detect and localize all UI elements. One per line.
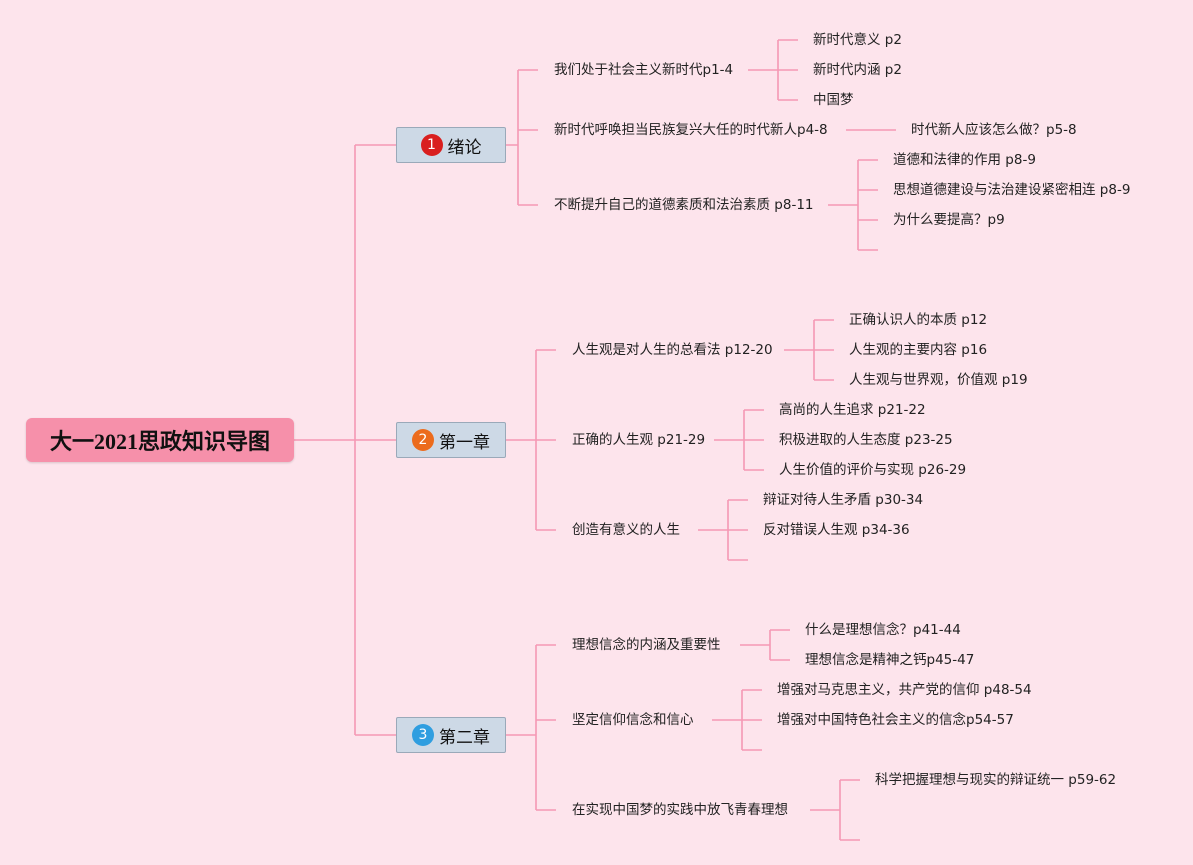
subtopic-node[interactable]: 道德和法律的作用 p8-9 (893, 152, 1036, 168)
subtopic-node[interactable]: 人生观的主要内容 p16 (849, 342, 988, 358)
subtopic-node[interactable]: 为什么要提高？p9 (893, 212, 1005, 228)
topic-node[interactable]: 人生观是对人生的总看法 p12-20 (572, 342, 773, 358)
subtopic-node[interactable]: 理想信念是精神之钙p45-47 (805, 652, 975, 668)
subtopic-node[interactable]: 辩证对待人生矛盾 p30-34 (763, 492, 924, 508)
chapter-title: 第二章 (439, 727, 490, 748)
subtopic-node[interactable]: 正确认识人的本质 p12 (849, 312, 988, 328)
subtopic-node[interactable]: 反对错误人生观 p34-36 (763, 522, 910, 538)
subtopic-node[interactable]: 新时代内涵 p2 (813, 62, 902, 78)
subtopic-node[interactable]: 思想道德建设与法治建设紧密相连 p8-9 (893, 182, 1131, 198)
topic-node[interactable]: 理想信念的内涵及重要性 (572, 637, 721, 653)
subtopic-node[interactable]: 科学把握理想与现实的辩证统一 p59-62 (875, 772, 1117, 788)
topic-node[interactable]: 正确的人生观 p21-29 (572, 432, 706, 448)
subtopic-node[interactable]: 新时代意义 p2 (813, 32, 902, 48)
number-badge-icon: 2 (412, 429, 434, 451)
subtopic-node[interactable]: 人生观与世界观，价值观 p19 (849, 372, 1028, 388)
subtopic-node[interactable]: 什么是理想信念？p41-44 (805, 622, 961, 638)
chapter-node-ch2[interactable]: 3 第二章 (396, 717, 506, 753)
subtopic-node[interactable]: 积极进取的人生态度 p23-25 (779, 432, 953, 448)
chapter-node-ch1[interactable]: 2 第一章 (396, 422, 506, 458)
topic-node[interactable]: 我们处于社会主义新时代p1-4 (554, 62, 734, 78)
number-badge-icon: 1 (420, 134, 443, 156)
subtopic-node[interactable]: 增强对马克思主义，共产党的信仰 p48-54 (777, 682, 1032, 698)
topic-node[interactable]: 坚定信仰信念和信心 (572, 712, 694, 728)
subtopic-node[interactable]: 人生价值的评价与实现 p26-29 (779, 462, 967, 478)
topic-node[interactable]: 创造有意义的人生 (572, 522, 680, 538)
topic-node[interactable]: 在实现中国梦的实践中放飞青春理想 (572, 802, 788, 818)
chapter-node-intro[interactable]: 1 绪论 (396, 127, 506, 163)
subtopic-node[interactable]: 高尚的人生追求 p21-22 (779, 402, 926, 418)
subtopic-node[interactable]: 中国梦 (813, 92, 854, 108)
topic-node[interactable]: 新时代呼唤担当民族复兴大任的时代新人p4-8 (554, 122, 828, 138)
topic-node[interactable]: 不断提升自己的道德素质和法治素质 p8-11 (554, 197, 814, 213)
chapter-title: 绪论 (447, 137, 482, 158)
number-badge-icon: 3 (412, 724, 434, 746)
root-topic[interactable]: 大一2021思政知识导图 (26, 418, 294, 462)
chapter-title: 第一章 (439, 432, 490, 453)
subtopic-node[interactable]: 时代新人应该怎么做？p5-8 (911, 122, 1077, 138)
subtopic-node[interactable]: 增强对中国特色社会主义的信念p54-57 (777, 712, 1014, 728)
